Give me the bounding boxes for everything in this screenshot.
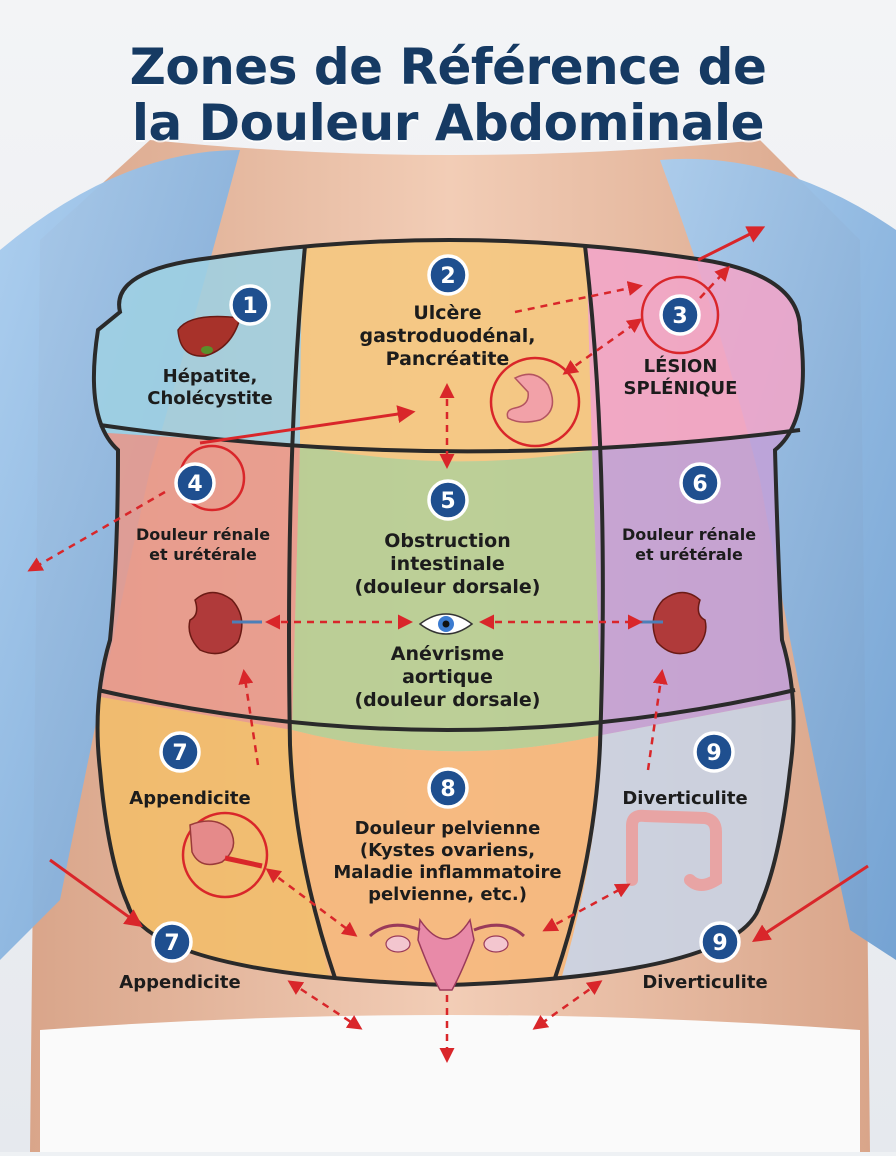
- kidney-icon: [188, 591, 262, 655]
- zone-2-label-line-2: gastroduodénal,: [359, 325, 536, 348]
- zone-3-label-line-2: SPLÉNIQUE: [623, 377, 738, 399]
- outer-left-label: Appendicite: [95, 972, 265, 994]
- outer-right-label-line-1: Diverticulite: [642, 972, 768, 993]
- zone-4-region[interactable]: [60, 430, 300, 730]
- appendix-icon: [181, 811, 269, 899]
- eye-icon: [418, 613, 474, 635]
- arrow-10: [265, 868, 358, 937]
- zone-1-badge-number: 1: [242, 294, 257, 319]
- zone-9-label-line-1: Diverticulite: [622, 788, 748, 809]
- title-line-2: la Douleur Abdominale: [131, 94, 765, 152]
- zone-9-badge: 9: [693, 731, 735, 773]
- arrow-15: [199, 405, 416, 445]
- zone-4-label-line-2: et urétérale: [149, 544, 257, 564]
- zone-5-badge: 5: [427, 479, 469, 521]
- arrow-16: [697, 226, 766, 262]
- arrow-18: [751, 864, 869, 942]
- arrow-4: [238, 669, 260, 766]
- zone-5-label-line-1: Obstruction: [384, 530, 511, 552]
- zone-8-region[interactable]: [292, 730, 602, 1000]
- outer-right-label: Diverticulite: [620, 972, 790, 994]
- arrow-13: [532, 980, 603, 1030]
- colon-icon: [626, 809, 722, 891]
- zone-4-badge: 4: [174, 462, 216, 504]
- title-line-1: Zones de Référence de: [129, 38, 767, 96]
- aortic-aneurysm-label-line-3: (douleur dorsale): [354, 689, 541, 712]
- zone-1-badge: 1: [229, 284, 271, 326]
- towel: [40, 1015, 860, 1152]
- aortic-aneurysm-label-line-1: Anévrisme: [390, 643, 505, 665]
- liver-icon: [177, 315, 241, 357]
- stomach-icon: [489, 356, 581, 448]
- zone-6-label-line-1: Douleur rénale: [621, 525, 757, 544]
- outer-right-badge-number: 9: [712, 931, 727, 956]
- zone-2-label-line-1: Ulcère: [413, 302, 482, 324]
- zone-1-label-line-1: Hépatite,: [162, 366, 258, 387]
- zone-2-region[interactable]: [300, 200, 592, 462]
- zone-2-badge: 2: [427, 254, 469, 296]
- zone-8-badge: 8: [427, 767, 469, 809]
- zone-8-label-line-3: Maladie inflammatoire: [333, 861, 562, 883]
- zone-4-badge-number: 4: [187, 472, 202, 497]
- aortic-aneurysm-label-line-2: aortique: [402, 666, 493, 689]
- zone-7-badge-number: 7: [172, 741, 187, 766]
- zone-3-badge-number: 3: [672, 304, 687, 329]
- zone-1-label-line-2: Cholécystite: [147, 387, 273, 409]
- zone-2-label-line-3: Pancréatite: [385, 348, 510, 371]
- zone-9-label: Diverticulite: [600, 788, 770, 810]
- zone-7-label-line-1: Appendicite: [129, 788, 251, 809]
- zone-7-badge: 7: [159, 731, 201, 773]
- outer-right-badge: 9: [699, 921, 741, 963]
- zone-1-label: Hépatite,Cholécystite: [110, 366, 310, 410]
- outer-left-label-line-1: Appendicite: [119, 972, 241, 993]
- zone-7-label: Appendicite: [110, 788, 270, 810]
- zone-6-badge: 6: [679, 462, 721, 504]
- zone-6-label-line-2: et urétérale: [635, 544, 743, 564]
- zone-5-label-line-3: (douleur dorsale): [354, 576, 541, 599]
- zone-8-label-line-4: pelvienne, etc.): [368, 883, 527, 905]
- zone-5-region[interactable]: [292, 445, 602, 752]
- zone-8-label-line-2: (Kystes ovariens,: [359, 839, 536, 861]
- uterus-icon: [368, 917, 526, 991]
- zone-8-label-line-1: Douleur pelvienne: [354, 818, 541, 839]
- zone-9-badge-number: 9: [706, 741, 721, 766]
- zone-8-label: Douleur pelvienne(Kystes ovariens,Maladi…: [300, 818, 595, 906]
- zone-3-label-line-1: LÉSION: [643, 356, 718, 377]
- zone-5-label-line-2: intestinale: [390, 553, 505, 576]
- arrow-5: [646, 669, 668, 771]
- zone-4-label-line-1: Douleur rénale: [135, 525, 271, 544]
- arrow-6: [562, 318, 643, 375]
- arrow-17: [49, 858, 143, 928]
- zone-8-badge-number: 8: [440, 777, 455, 802]
- spleen-icon: [640, 275, 720, 355]
- zone-6-badge-number: 6: [692, 472, 707, 497]
- zone-2-badge-number: 2: [440, 264, 455, 289]
- zone-3-badge: 3: [659, 294, 701, 336]
- zone-5-badge-number: 5: [440, 489, 455, 514]
- arrow-8: [699, 265, 731, 299]
- outer-left-badge-number: 7: [164, 931, 179, 956]
- outer-left-badge: 7: [151, 921, 193, 963]
- arrow-11: [542, 883, 631, 932]
- arrow-12: [287, 980, 363, 1030]
- arrow-7: [514, 281, 643, 314]
